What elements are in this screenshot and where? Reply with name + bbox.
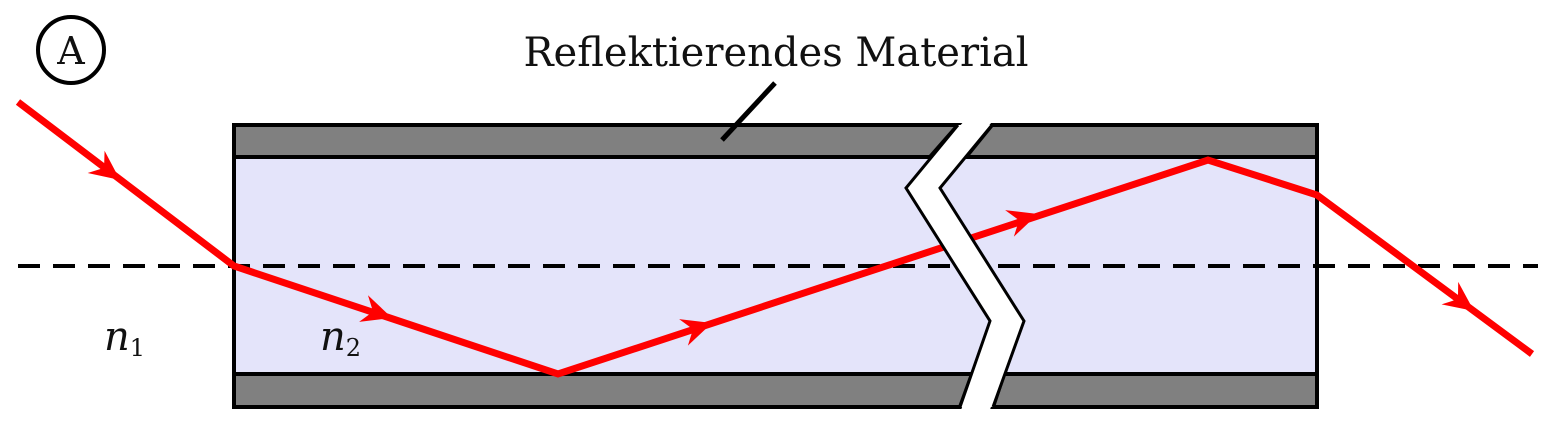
- cladding-top-left: [232, 123, 963, 159]
- ray-arrow-4: [1005, 210, 1038, 237]
- cladding-bottom-left: [232, 372, 975, 409]
- material-label-pointer: [720, 81, 777, 142]
- refractive-index-n2: n2: [320, 314, 361, 362]
- ray-arrow-2: [359, 295, 392, 322]
- cladding-top-right: [961, 123, 1319, 159]
- figure-marker-circle: [36, 15, 106, 85]
- figure-marker-letter: A: [56, 29, 85, 73]
- break-edge-right: [938, 124, 1026, 408]
- ray-arrow-1: [87, 150, 120, 180]
- ray-arrow-5: [1441, 281, 1474, 311]
- material-label: Reflektierendes Material: [523, 30, 1028, 76]
- cladding-bottom-right: [990, 372, 1319, 409]
- fiber-break-gap: [906, 125, 1024, 407]
- break-edge-left: [904, 124, 992, 408]
- ray-arrow-3: [679, 319, 712, 346]
- refractive-index-n1: n1: [104, 314, 145, 362]
- light-ray: [15, 99, 1535, 378]
